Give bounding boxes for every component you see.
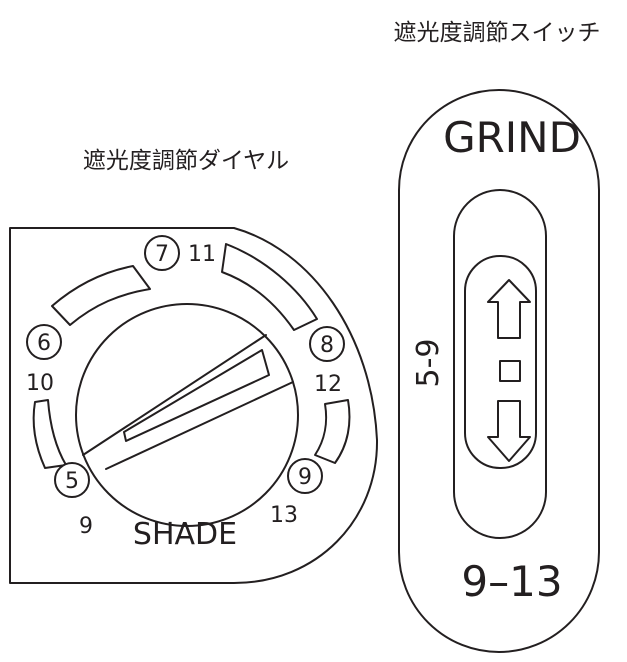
dial-mark-13: 13	[270, 503, 298, 528]
dial-arc-top-left	[51, 265, 151, 326]
dial-mark-10: 10	[26, 371, 54, 396]
dial-arc-left	[32, 399, 67, 469]
dial-mark-8-circle	[309, 326, 345, 362]
dial-mark-9-low: 9	[79, 514, 93, 539]
dial-mark-7-circle	[144, 235, 180, 271]
dial-mark-11: 11	[188, 242, 216, 267]
switch-range-5-9-label: 5-9	[411, 339, 446, 388]
arrow-down-icon	[487, 400, 531, 462]
dial-pointer-icon	[123, 349, 270, 442]
dial-mark-9: 9	[298, 465, 312, 490]
dial-pointer-groove	[82, 334, 294, 470]
switch-slider[interactable]	[464, 255, 537, 469]
dial-arc-right	[314, 399, 351, 464]
switch-track	[453, 189, 547, 539]
dial-panel	[9, 227, 379, 584]
dial-caption: 遮光度調節ダイヤル	[83, 148, 289, 174]
dial-mark-6-circle	[26, 324, 62, 360]
arrow-up-icon	[487, 279, 531, 339]
dial-mark-8: 8	[320, 333, 334, 358]
switch-caption: 遮光度調節スイッチ	[394, 20, 601, 46]
dial-mark-7: 7	[155, 242, 169, 267]
dial-mark-5-circle	[54, 462, 90, 498]
dial-arc-top-right	[221, 243, 318, 331]
dial-mark-5: 5	[65, 469, 79, 494]
dial-shade-label: SHADE	[133, 517, 237, 552]
switch-housing	[398, 89, 600, 653]
dial-mark-12: 12	[314, 372, 342, 397]
switch-range-9-13-label: 9–13	[461, 557, 562, 606]
dial-mark-9-circle	[287, 458, 323, 494]
switch-grind-label: GRIND	[443, 113, 581, 162]
dial-knob[interactable]	[75, 303, 299, 527]
switch-center-square	[499, 360, 521, 382]
dial-mark-6: 6	[37, 331, 51, 356]
